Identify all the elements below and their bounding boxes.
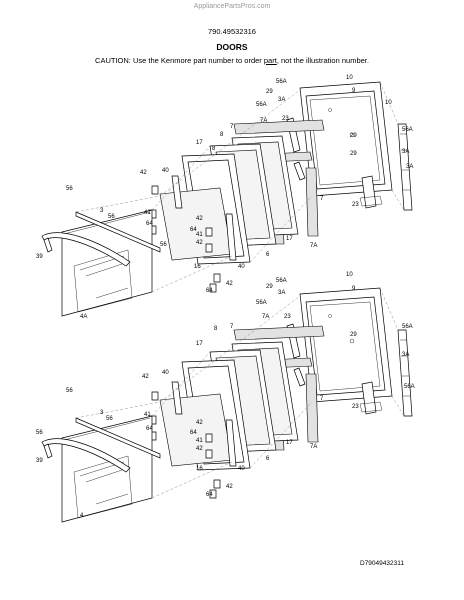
callout-label: 7	[320, 396, 324, 402]
callout-label: 40	[162, 370, 169, 376]
callout-label: 29	[266, 89, 273, 95]
callout-label: 42	[196, 216, 203, 222]
callout-label: 7	[230, 324, 234, 330]
callout-label: 3A	[402, 352, 409, 358]
callout-label: 17	[286, 236, 293, 242]
callout-label: 7A	[310, 444, 317, 450]
callout-label: 23	[282, 116, 289, 122]
callout-label: 9	[352, 88, 356, 94]
callout-label: 56	[66, 388, 73, 394]
callout-label: 7	[230, 124, 234, 130]
callout-label: 56A	[256, 102, 267, 108]
callout-label: 64	[190, 430, 197, 436]
callout-label: 17	[286, 440, 293, 446]
callout-label: 10	[346, 272, 353, 278]
callout-label: 56	[66, 186, 73, 192]
callout-label: 3A	[278, 290, 285, 296]
callout-label: 42	[226, 281, 233, 287]
callout-label: 41	[196, 438, 203, 444]
callout-label: 56	[108, 214, 115, 220]
caution-note: CAUTION: Use the Kenmore part number to …	[0, 56, 464, 65]
callout-label: 56A	[276, 79, 287, 85]
page-title: DOORS	[216, 42, 248, 52]
callout-label: 6	[266, 456, 270, 462]
callout-label: 64	[206, 288, 213, 294]
callout-label: 56	[160, 242, 167, 248]
callout-label: 42	[196, 446, 203, 452]
callout-label: 29	[350, 332, 357, 338]
callout-label: 6	[266, 252, 270, 258]
callout-label: 56A	[402, 324, 413, 330]
callout-label: 40	[238, 264, 245, 270]
callout-label: 42	[226, 484, 233, 490]
callout-label: 17	[196, 140, 203, 146]
callout-label: 42	[140, 170, 147, 176]
callout-label: 42	[142, 374, 149, 380]
callout-label: 23	[352, 404, 359, 410]
callout-label: 3A	[278, 97, 285, 103]
callout-label: 41	[144, 210, 151, 216]
callout-label: 41	[196, 232, 203, 238]
callout-label: 56A	[276, 278, 287, 284]
callout-label: 3A	[406, 164, 413, 170]
lower-callout-labels: 10 56A 29 3A 9 56A 8 7 7A 23 29 56A 3A 1…	[36, 272, 415, 519]
callout-label: 7	[320, 196, 324, 202]
callout-label: 4A	[80, 314, 87, 320]
callout-label: 40	[238, 466, 245, 472]
document-number: 790.49532316	[208, 27, 256, 36]
callout-label: 3	[100, 208, 104, 214]
callout-label: 3A	[402, 149, 409, 155]
callout-label: 3	[100, 410, 104, 416]
callout-label: 7A	[262, 314, 269, 320]
callout-label: 39	[36, 458, 43, 464]
caution-text-before: CAUTION: Use the Kenmore part number to …	[95, 56, 264, 65]
callout-label: 56A	[404, 384, 415, 390]
callout-label: 64	[190, 227, 197, 233]
callout-label: 8	[220, 132, 224, 138]
caution-text-part: part	[263, 56, 277, 65]
callout-label: 40	[162, 168, 169, 174]
callout-label: 56A	[256, 300, 267, 306]
callout-label: 23	[352, 202, 359, 208]
callout-label: 64	[146, 426, 153, 432]
caution-text-after: , not the illustration number.	[276, 56, 369, 65]
callout-label: 16	[196, 466, 203, 472]
callout-label: 10	[346, 75, 353, 81]
callout-label: 56A	[402, 127, 413, 133]
callout-label: 8	[214, 326, 218, 332]
callout-label: 56	[106, 416, 113, 422]
callout-label: 4	[80, 513, 84, 519]
callout-label: 7A	[310, 243, 317, 249]
callout-label: 42	[196, 420, 203, 426]
callout-label: 64	[206, 492, 213, 498]
callout-label: 56	[36, 430, 43, 436]
callout-label: 8	[212, 146, 216, 152]
callout-label: 29	[350, 151, 357, 157]
callout-label: 42	[196, 240, 203, 246]
callout-label: 29	[266, 284, 273, 290]
callout-label: 39	[36, 254, 43, 260]
callout-label: 17	[196, 341, 203, 347]
callout-label: 29	[350, 133, 357, 139]
callout-label: 7A	[260, 118, 267, 124]
callout-label: 23	[284, 314, 291, 320]
callout-label: 10	[385, 100, 392, 106]
callout-label: 64	[146, 221, 153, 227]
callout-label: 9	[352, 286, 356, 292]
upper-callout-labels: 10 56A 29 3A 9 10 56A 8 7 7A 23 29 3A 17…	[36, 75, 413, 320]
callout-label: 16	[194, 264, 201, 270]
watermark: AppliancePartsPros.com	[193, 3, 271, 10]
callout-label: 41	[144, 412, 151, 418]
drawing-number: D79049432311	[360, 560, 404, 567]
